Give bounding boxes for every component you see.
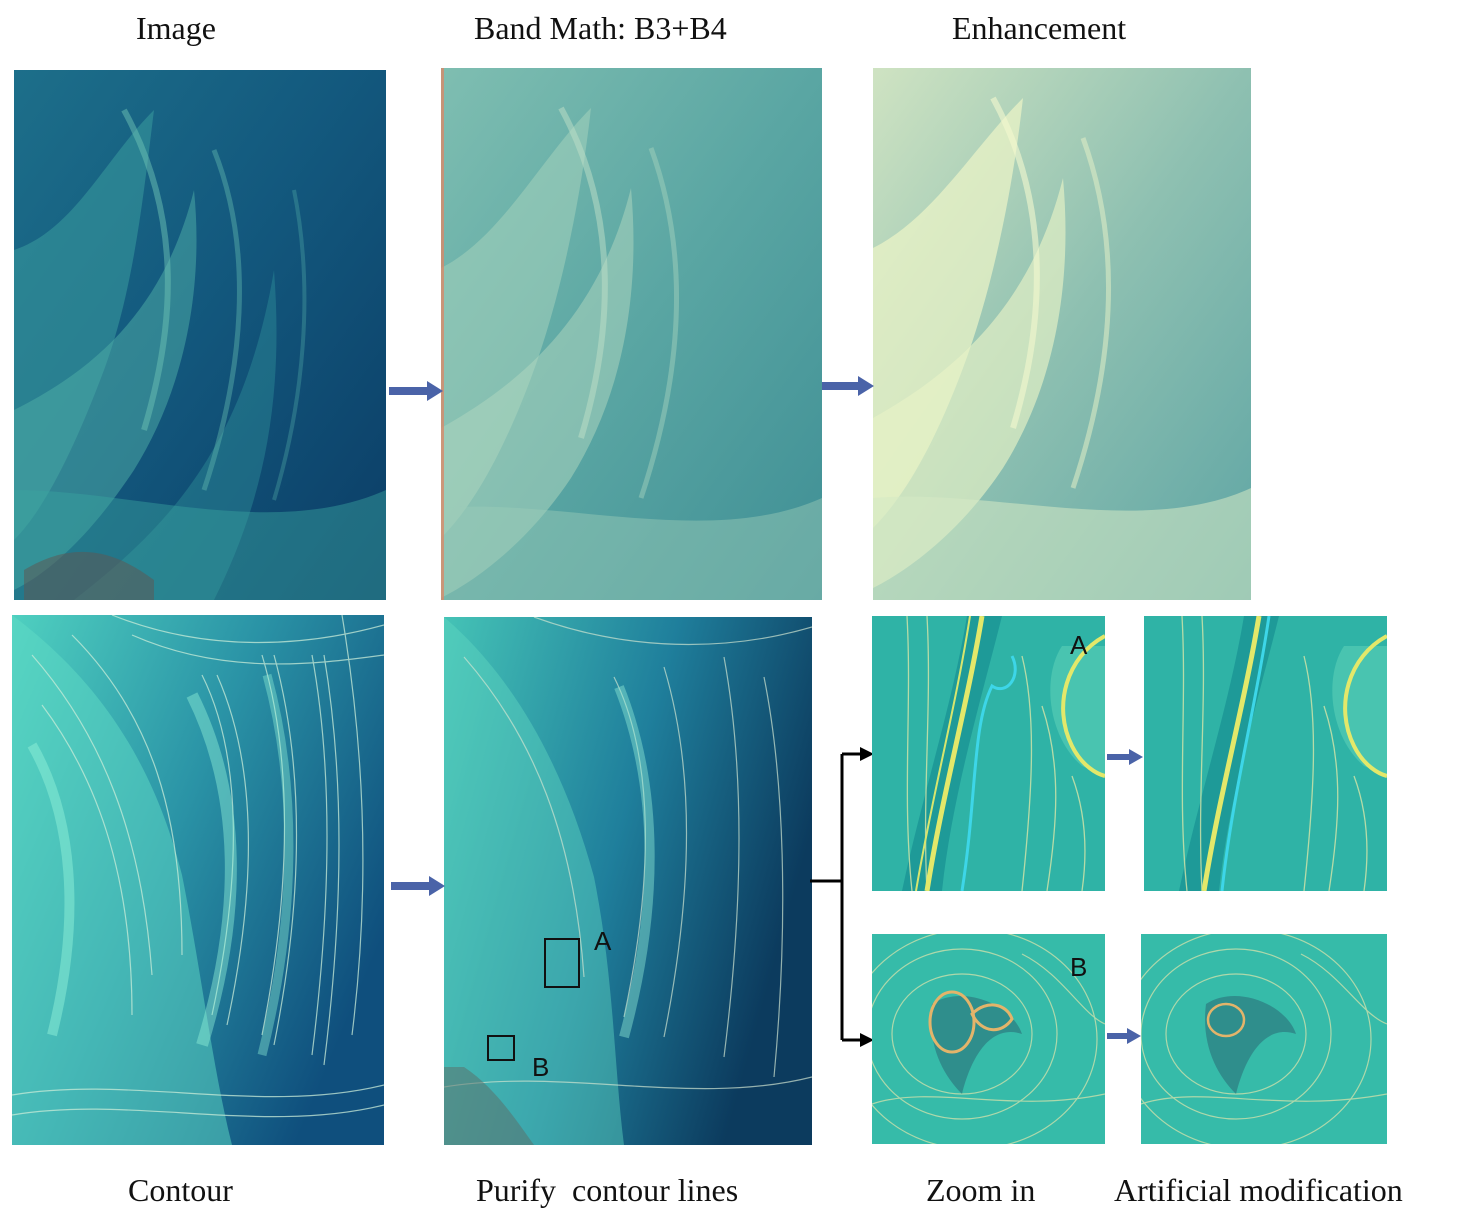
marker-b: B (532, 1052, 550, 1082)
modified-a-panel (1144, 616, 1387, 891)
band-math-panel (441, 68, 822, 600)
enhancement-panel (873, 68, 1251, 600)
title-image: Image (136, 10, 216, 46)
original-image-panel (14, 70, 386, 600)
contour-panel (12, 615, 384, 1145)
zoom-a-marker: A (1070, 630, 1088, 660)
arrow-band-math-to-enhancement (822, 376, 874, 396)
arrow-image-to-band-math (389, 381, 443, 401)
label-purify: Purify contour lines (476, 1172, 739, 1208)
label-contour: Contour (128, 1172, 233, 1208)
label-zoom-in: Zoom in (926, 1172, 1036, 1208)
title-enhancement: Enhancement (952, 10, 1127, 46)
arrow-contour-to-purify (391, 876, 445, 896)
zoom-box-a (544, 938, 580, 988)
arrow-zoom-a-to-modified (1107, 749, 1143, 765)
title-band-math: Band Math: B3+B4 (474, 10, 727, 46)
zoom-box-b (487, 1035, 515, 1061)
zoom-b-marker: B (1070, 952, 1088, 982)
marker-a: A (594, 926, 612, 956)
branch-connector (810, 747, 874, 1047)
modified-b-panel (1141, 934, 1387, 1144)
zoom-a-panel (872, 616, 1105, 891)
purified-contour-panel (444, 617, 812, 1145)
label-artificial-modification: Artificial modification (1114, 1172, 1403, 1208)
arrow-zoom-b-to-modified (1107, 1028, 1141, 1044)
zoom-b-panel (872, 934, 1105, 1144)
